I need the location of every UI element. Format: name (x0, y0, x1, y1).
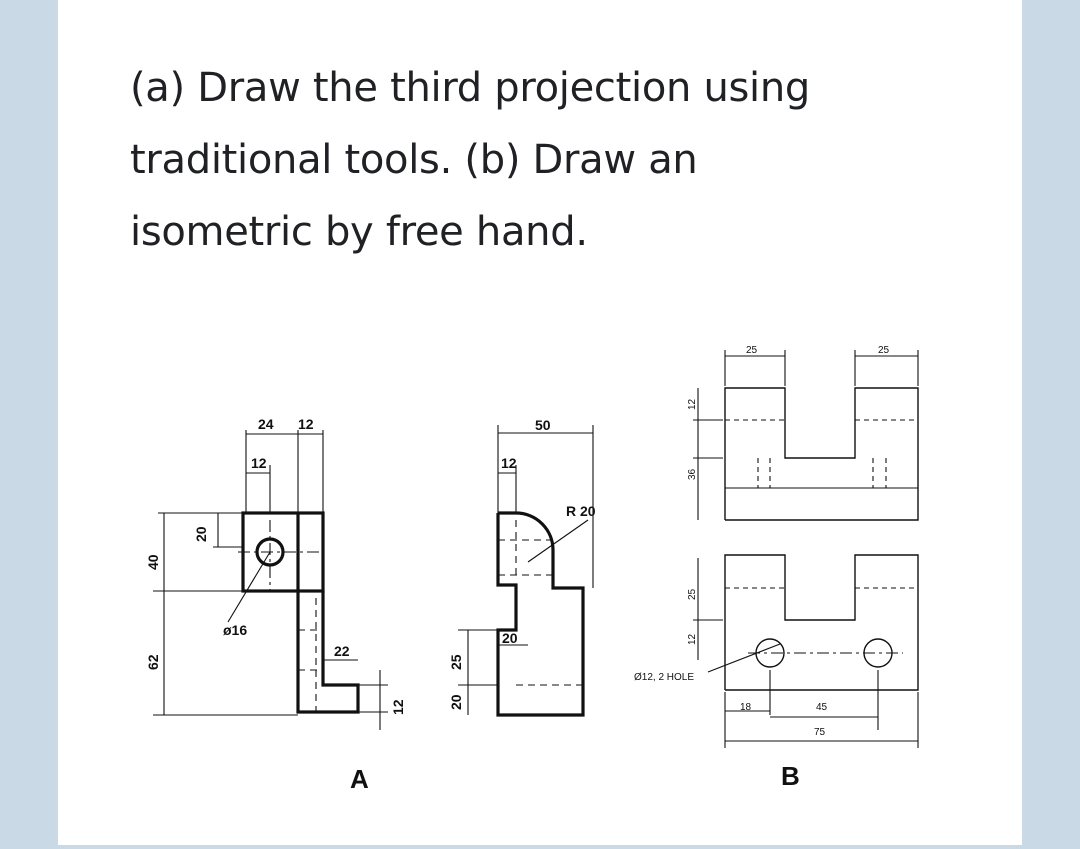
a-dim-12-step: 12 (390, 699, 406, 715)
a-dim-12-right: 12 (501, 455, 517, 471)
b-dim-plan-25: 25 (687, 588, 698, 600)
question-line-3: isometric by free hand. (130, 209, 588, 255)
a-dim-20-notch: 20 (502, 630, 518, 646)
a-right-r20-leader (527, 519, 589, 563)
b-plan-outline (724, 554, 919, 691)
a-dim-20-base: 20 (448, 694, 464, 710)
a-l-body (296, 591, 360, 714)
b-dim-plan-12: 12 (687, 633, 698, 645)
a-dia-leader (227, 551, 271, 623)
a-dim-dia16: ø16 (223, 622, 247, 638)
question-card: (a) Draw the third projection using trad… (58, 0, 1022, 845)
a-right-arc (498, 511, 555, 573)
question-text: (a) Draw the third projection using trad… (130, 52, 930, 268)
engineering-drawing-image: 24 12 12 20 40 62 ø16 22 12 (58, 330, 1022, 845)
b-dim-12: 12 (687, 398, 698, 410)
b-hole-note: Ø12, 2 HOLE (634, 672, 694, 683)
question-line-1: (a) Draw the third projection using (130, 65, 811, 111)
b-dim-25-right: 25 (878, 345, 890, 356)
a-dim-r20: R 20 (566, 503, 596, 519)
a-right-profile (496, 513, 585, 717)
drawing-a: 24 12 12 20 40 62 ø16 22 12 (145, 416, 596, 794)
drawing-canvas: 24 12 12 20 40 62 ø16 22 12 (145, 345, 919, 794)
a-dim-12-left: 12 (251, 455, 267, 471)
drawing-b: 12 36 25 25 25 12 Ø12, 2 HOLE (634, 345, 919, 791)
b-dim-25-left: 25 (746, 345, 758, 356)
a-dim-20: 20 (193, 526, 209, 542)
a-label: A (350, 764, 369, 794)
a-dim-25: 25 (448, 654, 464, 670)
b-hole-leader (707, 643, 781, 673)
b-dim-45: 45 (816, 702, 828, 713)
a-dim-40: 40 (145, 554, 161, 570)
b-dim-18: 18 (740, 702, 752, 713)
a-dim-24: 24 (258, 416, 274, 432)
a-dim-12-top: 12 (298, 416, 314, 432)
question-line-2: traditional tools. (b) Draw an (130, 137, 698, 183)
b-dim-36: 36 (687, 468, 698, 480)
a-dim-22: 22 (334, 643, 350, 659)
b-elevation-outline (724, 387, 919, 521)
a-dim-62: 62 (145, 654, 161, 670)
b-label: B (781, 761, 800, 791)
b-dim-75: 75 (814, 727, 826, 738)
a-dim-50: 50 (535, 417, 551, 433)
